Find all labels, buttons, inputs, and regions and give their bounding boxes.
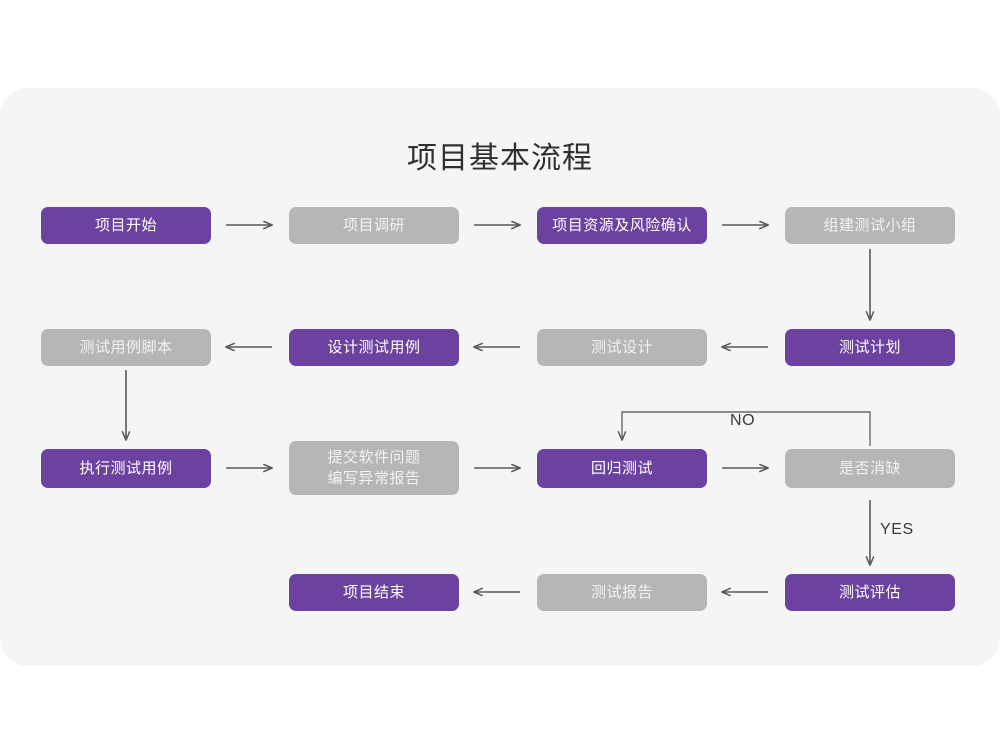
node-test-evaluation[interactable]: 测试评估 [785,574,955,611]
node-test-report[interactable]: 测试报告 [537,574,707,611]
node-defect-cleared-decision[interactable]: 是否消缺 [785,449,955,488]
node-project-research[interactable]: 项目调研 [289,207,459,244]
edge-label-no: NO [730,412,756,429]
node-regression-test[interactable]: 回归测试 [537,449,707,488]
node-project-end[interactable]: 项目结束 [289,574,459,611]
node-submit-defects-report[interactable]: 提交软件问题 编写异常报告 [289,441,459,495]
edge-label-yes: YES [880,521,914,538]
node-design-test-cases[interactable]: 设计测试用例 [289,329,459,366]
page-title: 项目基本流程 [407,142,593,175]
node-test-plan[interactable]: 测试计划 [785,329,955,366]
diagram-panel [0,88,1000,666]
node-resource-risk-confirm[interactable]: 项目资源及风险确认 [537,207,707,244]
node-test-case-script[interactable]: 测试用例脚本 [41,329,211,366]
node-project-start[interactable]: 项目开始 [41,207,211,244]
node-test-design[interactable]: 测试设计 [537,329,707,366]
node-execute-test-cases[interactable]: 执行测试用例 [41,449,211,488]
node-form-test-team[interactable]: 组建测试小组 [785,207,955,244]
